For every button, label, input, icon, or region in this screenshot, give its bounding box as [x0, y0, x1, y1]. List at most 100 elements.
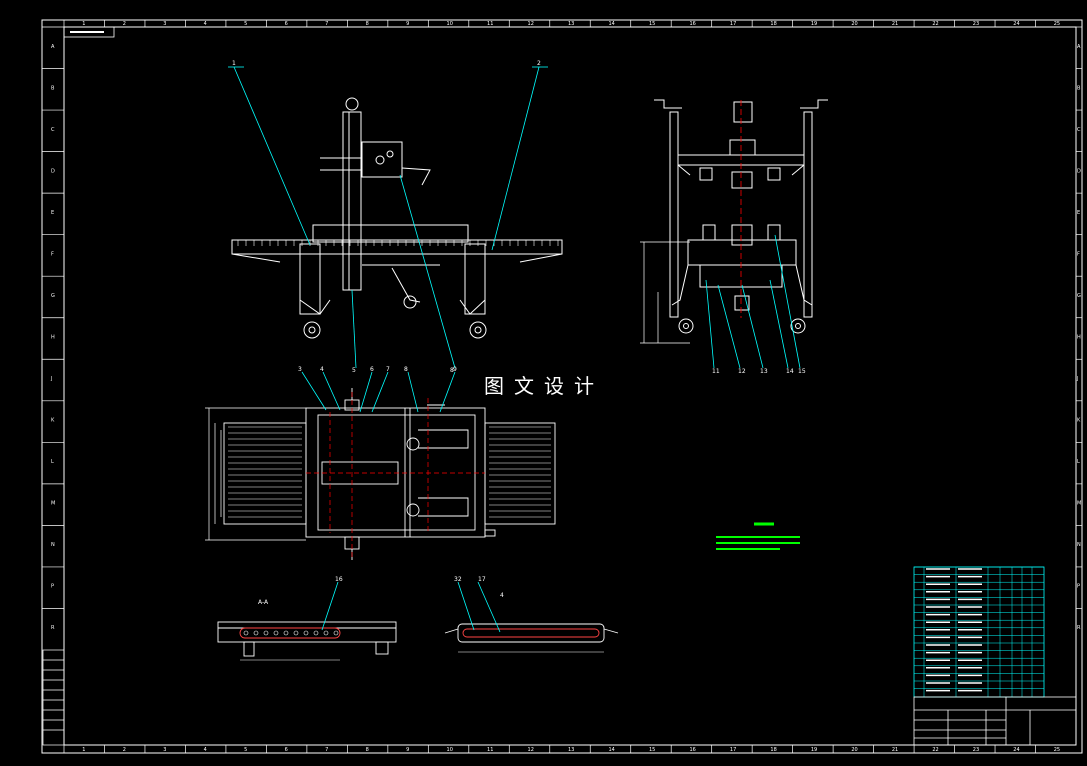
- zone-number: 15: [649, 747, 655, 753]
- plan-centerlines: [306, 392, 485, 558]
- zone-number: 21: [892, 747, 898, 753]
- zone-number: 23: [973, 21, 979, 27]
- chain-roller: [273, 630, 279, 636]
- zone-number: 16: [689, 747, 695, 753]
- parts-list: [913, 566, 1045, 698]
- zone-number: 8: [366, 21, 369, 27]
- zone-letter: D: [1077, 168, 1081, 174]
- zone-letter: H: [1077, 335, 1081, 341]
- zone-letter: R: [1077, 625, 1081, 631]
- chain-roller: [293, 630, 299, 636]
- zone-letter: E: [1077, 210, 1080, 216]
- zone-letter: C: [51, 127, 55, 133]
- balloon-5: 5: [352, 367, 356, 374]
- chain-roller: [253, 630, 259, 636]
- zone-number: 6: [285, 21, 288, 27]
- zone-letter: P: [51, 584, 54, 590]
- balloon-8b: 8: [450, 367, 454, 374]
- zone-letter: D: [51, 168, 55, 174]
- zone-number: 25: [1054, 747, 1060, 753]
- chain-roller: [323, 630, 329, 636]
- balloon-4: 4: [320, 366, 324, 373]
- balloon-8: 8: [404, 366, 408, 373]
- chain-roller: [263, 630, 269, 636]
- zone-number: 13: [568, 21, 574, 27]
- plan-rollers-left: [228, 426, 302, 518]
- chain-roller: [333, 630, 339, 636]
- balloon-14: 14: [786, 368, 794, 375]
- zone-letter: A: [1077, 44, 1081, 50]
- section-chain: [243, 630, 339, 636]
- zone-number: 10: [447, 21, 453, 27]
- zone-number: 4: [204, 21, 207, 27]
- zone-number: 18: [770, 21, 776, 27]
- zone-letter: F: [51, 251, 54, 257]
- balloon-16: 16: [335, 576, 343, 583]
- zone-number: 14: [608, 21, 614, 27]
- zone-number: 12: [528, 21, 534, 27]
- zone-letter: J: [50, 376, 52, 382]
- zone-letter: M: [1077, 501, 1081, 507]
- zone-number: 14: [608, 747, 614, 753]
- zone-number: 23: [973, 747, 979, 753]
- zone-letter: E: [51, 210, 54, 216]
- plan-view: [223, 388, 556, 560]
- side-dimension: [640, 241, 690, 344]
- zone-letter: F: [1077, 251, 1080, 257]
- front-leaders: [228, 66, 548, 369]
- balloon-9: 9: [453, 366, 457, 373]
- zone-number: 18: [770, 747, 776, 753]
- zone-letter: B: [1077, 85, 1081, 91]
- zone-number: 20: [851, 747, 857, 753]
- zone-letter: H: [51, 335, 55, 341]
- belt-detail: [444, 623, 619, 653]
- zone-letter: B: [51, 85, 55, 91]
- zone-letter: R: [51, 625, 55, 631]
- balloon-12: 12: [738, 368, 746, 375]
- section-a-a: [217, 621, 397, 657]
- technical-requirements: [716, 522, 800, 550]
- section-label: A-A: [258, 599, 269, 606]
- zone-number: 22: [932, 21, 938, 27]
- balloon-2: 2: [537, 60, 541, 67]
- zone-letter: P: [1077, 584, 1080, 590]
- zone-number: 15: [649, 21, 655, 27]
- zone-number: 9: [406, 747, 409, 753]
- zone-number: 12: [528, 747, 534, 753]
- belt-inner: [462, 628, 600, 638]
- zone-number: 7: [325, 747, 328, 753]
- chain-roller: [313, 630, 319, 636]
- section-chain-belt: [239, 627, 341, 639]
- front-rollers: [237, 240, 559, 246]
- balloon-17: 17: [478, 576, 486, 583]
- revision-strip: [42, 649, 65, 746]
- zone-letter: J: [1076, 376, 1078, 382]
- zone-letter: K: [51, 418, 55, 424]
- zone-letter: N: [1077, 542, 1081, 548]
- drawing-number-box: [63, 26, 115, 38]
- balloon-7: 7: [386, 366, 390, 373]
- plan-dimension: [205, 407, 306, 541]
- zone-number: 24: [1013, 21, 1019, 27]
- zone-number: 2: [123, 747, 126, 753]
- zone-letter: K: [1077, 418, 1081, 424]
- zone-number: 21: [892, 21, 898, 27]
- watermark: 图文设计: [484, 374, 604, 398]
- zone-number: 4: [204, 747, 207, 753]
- zone-letter: N: [51, 542, 55, 548]
- plan-rollers-right: [489, 426, 551, 518]
- zone-number: 2: [123, 21, 126, 27]
- zone-number: 3: [163, 747, 166, 753]
- balloon-11: 11: [712, 368, 720, 375]
- zone-number: 10: [447, 747, 453, 753]
- zone-number: 16: [689, 21, 695, 27]
- zone-number: 19: [811, 21, 817, 27]
- balloon-1: 1: [232, 60, 236, 67]
